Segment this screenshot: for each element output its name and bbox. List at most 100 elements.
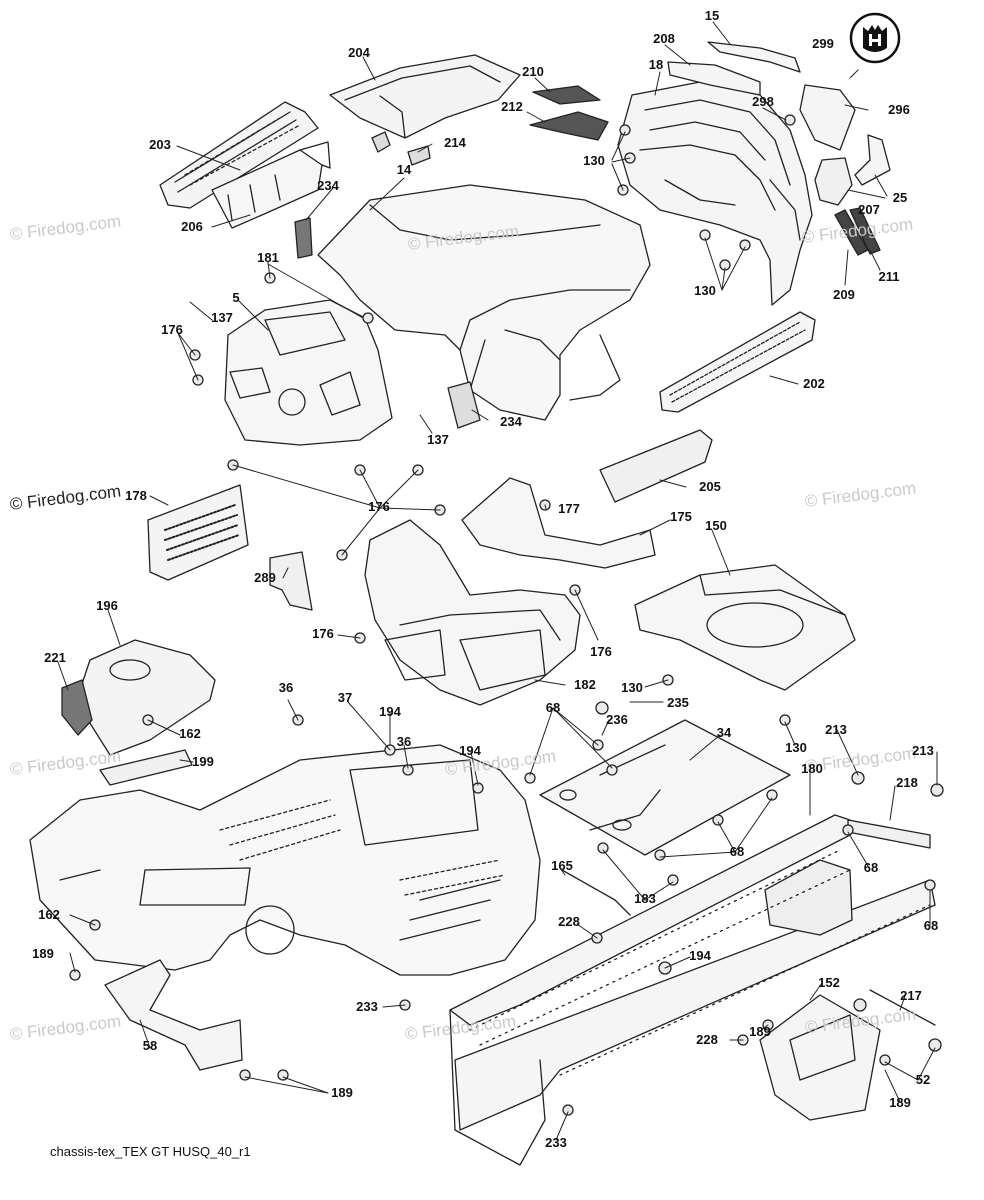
callout-label: 182 (574, 677, 596, 692)
part-218 (847, 819, 931, 849)
callout-label: 228 (558, 914, 580, 929)
part-165-rod (561, 869, 631, 916)
callout-label: 221 (44, 650, 66, 665)
callout-label: 196 (96, 598, 118, 613)
callout-label: 36 (396, 734, 412, 749)
callout-label: 137 (427, 432, 449, 447)
part-18-front-frame (617, 81, 813, 306)
callout-label: 189 (331, 1085, 353, 1100)
callout-label: 34 (716, 725, 732, 740)
part-205 (599, 429, 713, 503)
part-202-lower-grille (659, 311, 816, 413)
callout-label: 217 (900, 988, 922, 1003)
callout-label: 137 (211, 310, 233, 325)
part-203-grille (159, 101, 319, 209)
callout-label: 130 (785, 740, 807, 755)
callout-label: 212 (501, 99, 523, 114)
callout-label: 36 (278, 680, 294, 695)
callout-label: 194 (459, 743, 481, 758)
part-178-grille-plate (147, 484, 249, 581)
callout-label: 296 (888, 102, 910, 117)
callout-label: 130 (694, 283, 716, 298)
callout-label: 214 (444, 135, 466, 150)
callout-label: 14 (396, 162, 412, 177)
callout-label: 233 (356, 999, 378, 1014)
callout-label: 210 (522, 64, 544, 79)
part-5-dash-panel (224, 299, 393, 446)
part-182-dash-base (364, 519, 581, 706)
callout-label: 162 (38, 907, 60, 922)
part-25 (854, 134, 891, 186)
part-289 (269, 551, 313, 611)
part-210-212-mesh (529, 85, 609, 141)
callout-label: 208 (653, 31, 675, 46)
callout-label: 234 (500, 414, 522, 429)
callout-label: 183 (634, 891, 656, 906)
callout-label: 25 (892, 190, 908, 205)
callout-label: 298 (752, 94, 774, 109)
part-34-plate (539, 719, 791, 856)
callout-label: 213 (912, 743, 934, 758)
callout-label: 18 (648, 57, 664, 72)
callout-label: 203 (149, 137, 171, 152)
part-175-bracket (461, 477, 656, 569)
callout-label: 234 (317, 178, 339, 193)
part-221 (61, 679, 93, 736)
part-37-deck (29, 744, 541, 976)
part-58-bracket (104, 959, 243, 1071)
callout-label: 162 (179, 726, 201, 741)
callout-label: 176 (161, 322, 183, 337)
part-217-rod (869, 989, 936, 1026)
part-206-bracket (211, 141, 331, 229)
callout-label: 5 (232, 290, 240, 305)
callout-label: 180 (801, 761, 823, 776)
callout-label: 150 (705, 518, 727, 533)
callout-label: 68 (923, 918, 939, 933)
callout-label: 211 (878, 269, 900, 284)
callout-label: 209 (833, 287, 855, 302)
callout-label: 15 (704, 8, 720, 23)
callout-label: 176 (590, 644, 612, 659)
callout-label: 176 (312, 626, 334, 641)
part-150-pan (634, 564, 856, 691)
callout-label: 68 (863, 860, 879, 875)
part-234b (447, 381, 481, 429)
callout-label: 181 (257, 250, 279, 265)
part-214 (371, 131, 391, 153)
callout-label: 233 (545, 1135, 567, 1150)
part-207 (814, 157, 853, 206)
callout-label: 177 (558, 501, 580, 516)
callout-label: 52 (915, 1072, 931, 1087)
callout-label: 152 (818, 975, 840, 990)
callout-label: 176 (368, 499, 390, 514)
part-152-guard (759, 994, 881, 1121)
callout-label: 194 (689, 948, 711, 963)
part-211 (849, 207, 881, 255)
callout-label: 37 (337, 690, 353, 705)
callout-label: 130 (621, 680, 643, 695)
husqvarna-crown-logo-icon (849, 12, 901, 64)
callout-label: 205 (699, 479, 721, 494)
leader-lines (57, 21, 938, 1141)
callout-label: 299 (812, 36, 834, 51)
callout-label: 189 (32, 946, 54, 961)
callout-label: 213 (825, 722, 847, 737)
callout-label: 165 (551, 858, 573, 873)
part-204-hood-panel (329, 54, 521, 139)
callout-label: 178 (125, 488, 147, 503)
callout-label: 204 (348, 45, 370, 60)
callout-label: 235 (667, 695, 689, 710)
callout-label: 207 (858, 202, 880, 217)
callout-label: 130 (583, 153, 605, 168)
callout-label: 236 (606, 712, 628, 727)
callout-label: 206 (181, 219, 203, 234)
callout-label: 189 (889, 1095, 911, 1110)
part-208 (667, 61, 761, 96)
part-15-strip (707, 41, 801, 73)
callout-label: 68 (729, 844, 745, 859)
diagram-caption: chassis-tex_TEX GT HUSQ_40_r1 (50, 1144, 251, 1159)
part-199 (99, 749, 193, 786)
part-296 (799, 84, 856, 151)
callout-label: 175 (670, 509, 692, 524)
callout-label: 199 (192, 754, 214, 769)
